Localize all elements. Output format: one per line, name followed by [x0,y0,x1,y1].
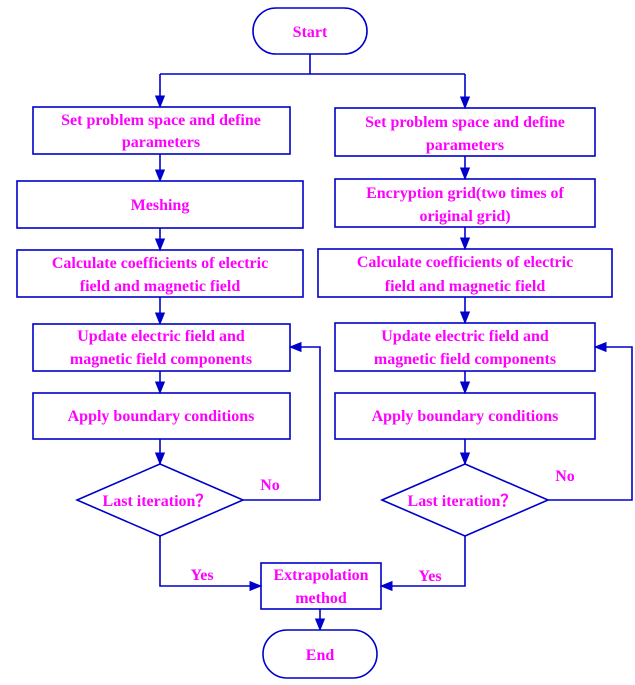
right-coefficients-line-1: Calculate coefficients of electric [357,254,573,271]
end-label: End [306,647,335,664]
left-coefficients-line-1: Calculate coefficients of electric [52,255,268,272]
left-update-line-1: Update electric field and [77,328,245,345]
left-decision-label: Last iteration？ [103,493,212,510]
left-no-label: No [260,477,280,494]
right-no-label: No [555,468,575,485]
right-coefficients-line-2: field and magnetic field [385,278,546,295]
right-update-line-1: Update electric field and [381,328,549,345]
arrow-right-yes-to-merge [379,536,466,592]
left-setup-line-1: Set problem space and define [61,112,261,129]
right-setup-line-2: parameters [426,137,504,154]
left-update-line-2: magnetic field components [70,351,252,368]
right-decision-label: Last iteration？ [408,493,517,510]
right-grid-line-2: original grid) [419,208,510,225]
right-grid-line-1: Encryption grid(two times of [366,185,564,202]
left-yes-label: Yes [190,567,213,584]
right-setup-line-1: Set problem space and define [365,114,565,131]
arrow-left-yes-to-merge [159,536,263,592]
merge-line-1: Extrapolation [273,567,368,584]
right-yes-label: Yes [418,568,441,585]
merge-line-2: method [295,590,347,607]
start-label: Start [293,24,328,41]
left-setup-line-2: parameters [122,134,200,151]
right-update-line-2: magnetic field components [374,351,556,368]
right-boundary-line-1: Apply boundary conditions [372,408,559,425]
arrow-left-no-loop [243,341,321,501]
left-boundary-line-1: Apply boundary conditions [68,408,255,425]
arrow-right-no-loop [548,341,633,501]
left-grid-line-1: Meshing [131,197,190,214]
left-coefficients-line-2: field and magnetic field [80,278,241,295]
